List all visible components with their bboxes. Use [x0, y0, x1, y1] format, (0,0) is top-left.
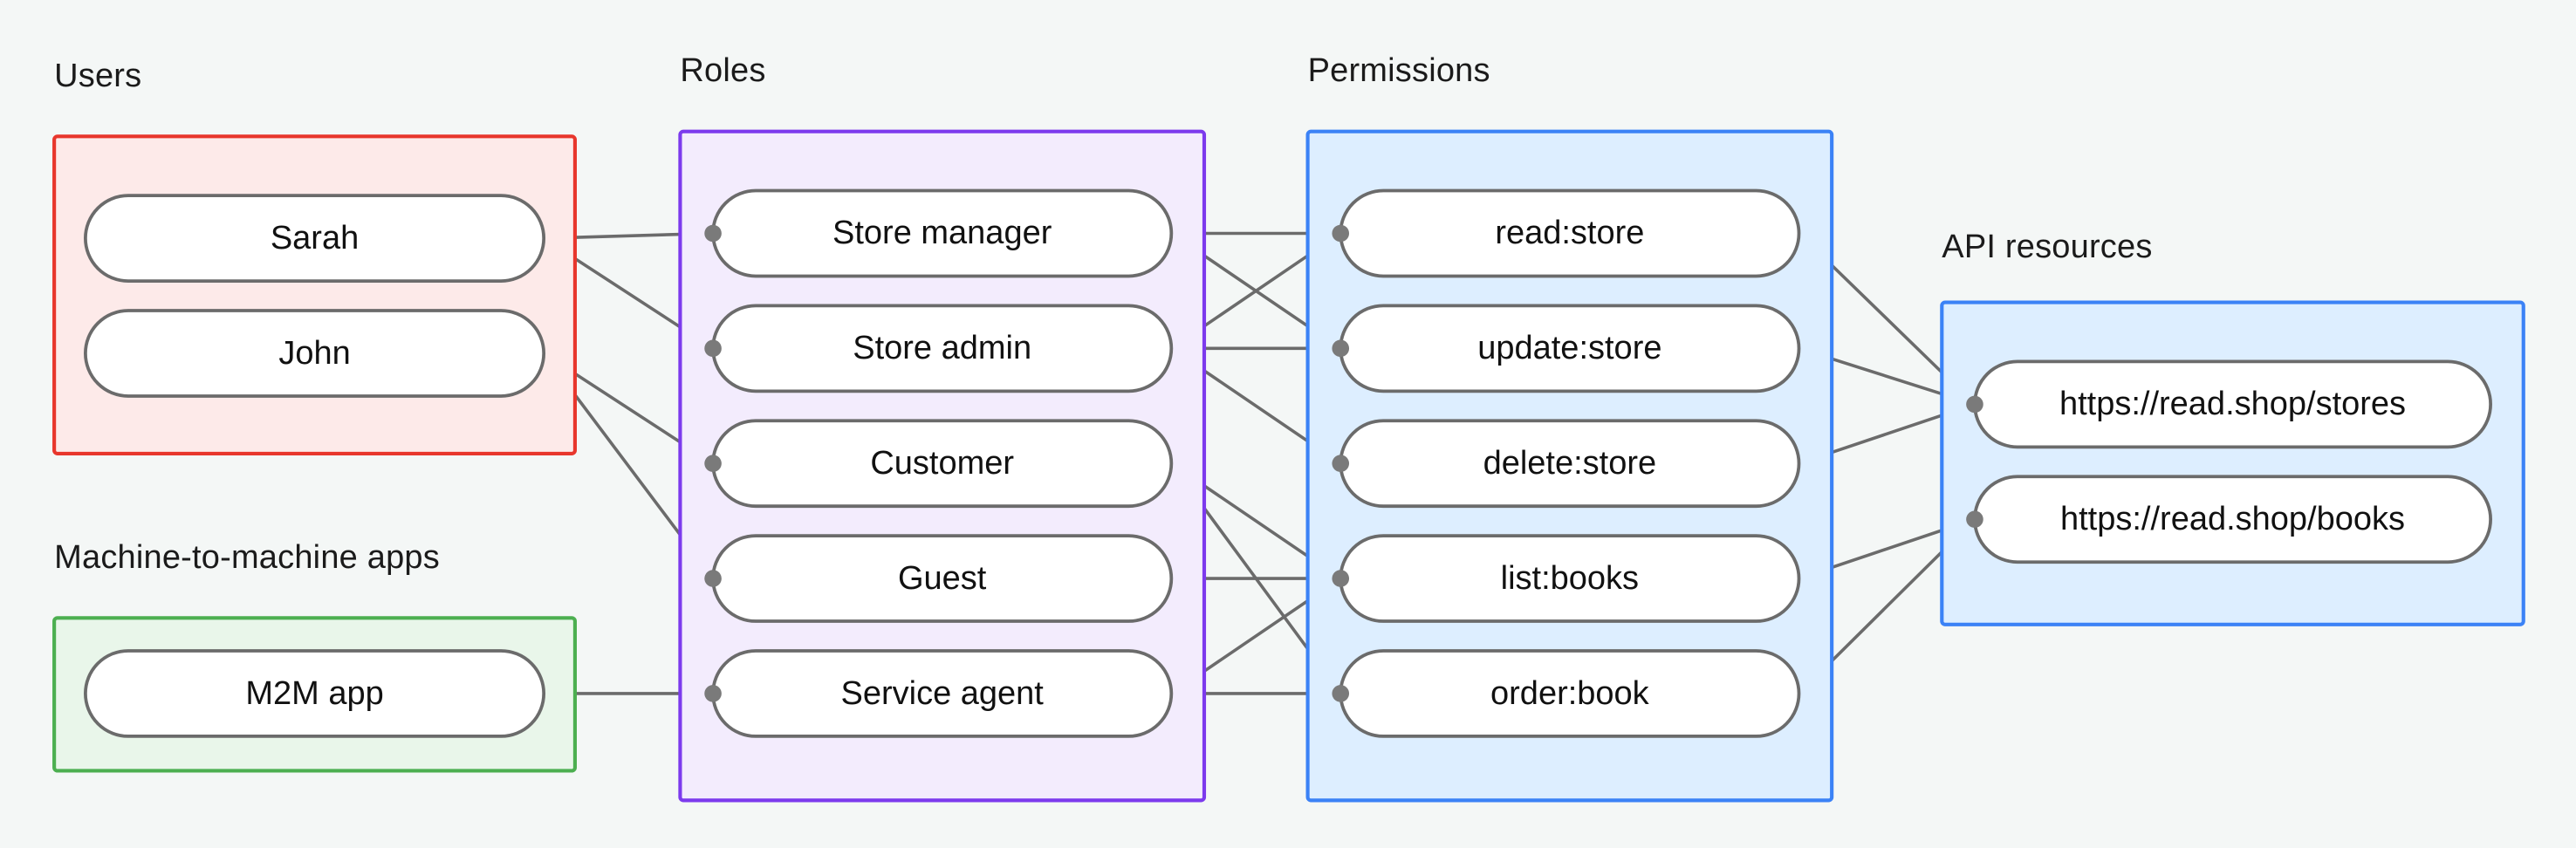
- group-title-permissions: Permissions: [1307, 52, 1490, 90]
- connector-dot-store_manager: [704, 224, 722, 243]
- connector-dot-update_store: [1332, 339, 1350, 358]
- node-read_store[interactable]: [1339, 188, 1801, 278]
- node-m2mapp[interactable]: [84, 649, 546, 738]
- node-sarah[interactable]: [84, 194, 546, 283]
- connector-dot-customer: [704, 455, 722, 473]
- group-title-api: API resources: [1942, 228, 2153, 265]
- node-update_store[interactable]: [1339, 304, 1801, 393]
- node-guest[interactable]: [711, 534, 1174, 623]
- node-order_book[interactable]: [1339, 649, 1801, 738]
- connector-dots-layer: [704, 224, 1983, 702]
- node-list_books[interactable]: [1339, 534, 1801, 623]
- connector-dot-service_agent: [704, 685, 722, 702]
- node-store_manager[interactable]: [711, 188, 1174, 278]
- connector-dot-res_stores: [1966, 395, 1983, 414]
- nodes-layer: [84, 188, 2492, 738]
- connector-dot-order_book: [1332, 685, 1350, 702]
- connector-dot-guest: [704, 570, 722, 587]
- group-title-m2m: Machine-to-machine apps: [54, 538, 440, 576]
- connector-dot-delete_store: [1332, 455, 1350, 473]
- node-res_books[interactable]: [1973, 475, 2492, 564]
- node-customer[interactable]: [711, 419, 1174, 509]
- node-service_agent[interactable]: [711, 649, 1174, 738]
- group-title-users: Users: [54, 57, 142, 94]
- node-delete_store[interactable]: [1339, 419, 1801, 509]
- group-box-users: [52, 134, 577, 455]
- group-box-api: [1940, 300, 2525, 626]
- connector-dot-read_store: [1332, 224, 1350, 243]
- connector-dot-list_books: [1332, 570, 1350, 587]
- node-store_admin[interactable]: [711, 304, 1174, 393]
- node-res_stores[interactable]: [1973, 359, 2492, 449]
- node-john[interactable]: [84, 309, 546, 398]
- connector-dot-res_books: [1966, 510, 1983, 529]
- group-title-roles: Roles: [680, 52, 766, 90]
- connector-dot-store_admin: [704, 339, 722, 358]
